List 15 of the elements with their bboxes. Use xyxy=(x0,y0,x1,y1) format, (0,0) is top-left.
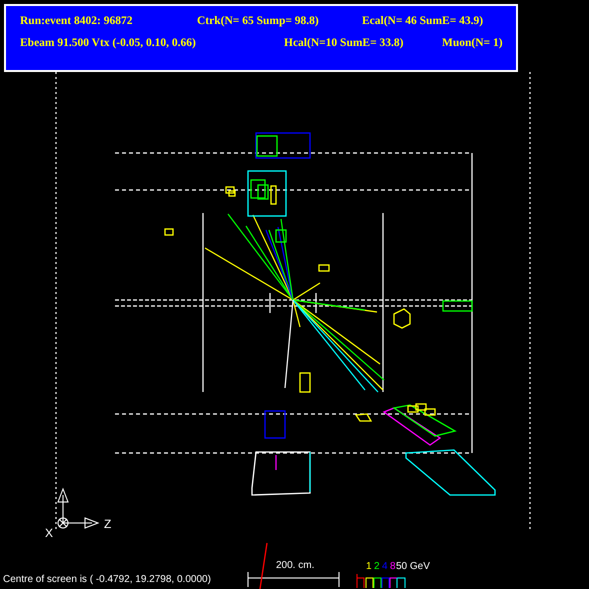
legend-value: 1 xyxy=(366,561,372,572)
header-text: Ecal(N= 46 SumE= 43.9) xyxy=(362,15,484,27)
header-text: Ctrk(N= 65 Sump= 98.8) xyxy=(197,15,319,27)
scale-label: 200. cm. xyxy=(276,560,314,571)
status-text: Centre of screen is ( -0.4792, 19.2798, 0.0000) xyxy=(3,574,211,585)
header-text: Ebeam 91.500 Vtx (-0.05, 0.10, 0.66) xyxy=(20,37,196,49)
legend-value: 2 xyxy=(374,561,380,572)
axis-label: Z xyxy=(104,517,112,531)
header-text: Hcal(N=10 SumE= 33.8) xyxy=(284,37,404,49)
header-text: Run:event 8402: 96872 xyxy=(20,15,132,27)
legend-value: 8 xyxy=(390,561,396,572)
axis-label: X xyxy=(45,526,54,540)
energy-unit-label: 50 GeV xyxy=(396,561,430,572)
legend-value: 4 xyxy=(382,561,388,572)
header-text: Muon(N= 1) xyxy=(442,37,503,49)
